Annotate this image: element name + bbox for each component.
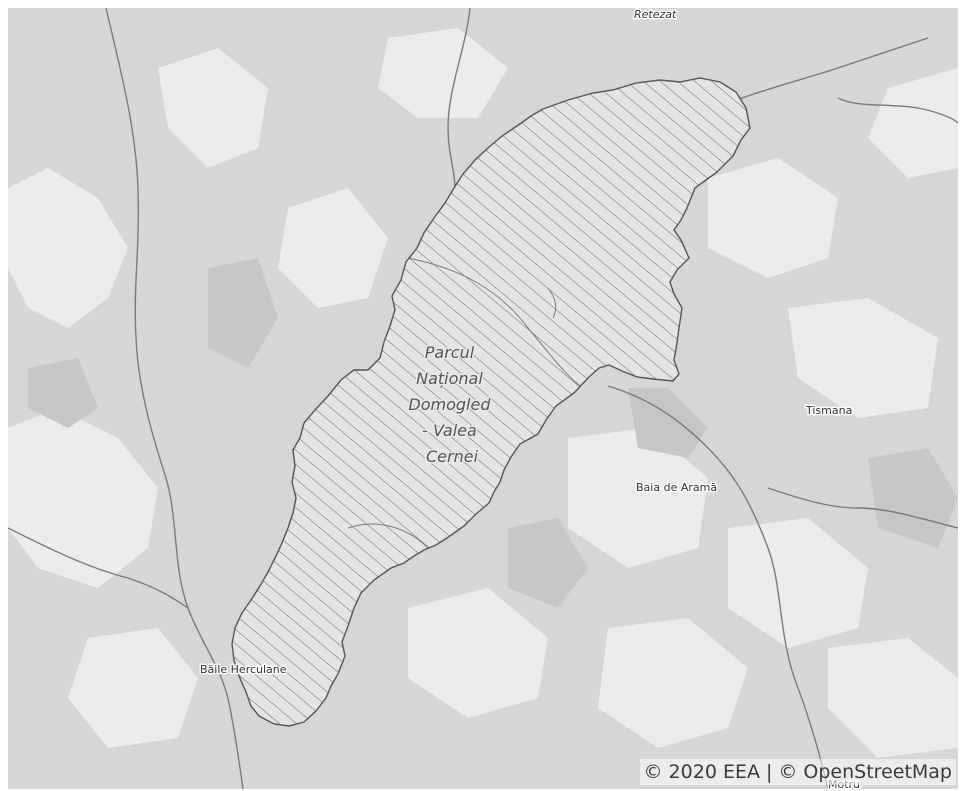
park-label-line: Național	[416, 369, 483, 388]
map-canvas[interactable]: Parcul Național Domogled - Valea Cernei …	[8, 8, 958, 789]
park-label-line: Parcul	[425, 343, 475, 362]
place-label-tismana: Tismana	[805, 404, 852, 417]
rivers	[8, 8, 958, 789]
place-label-baile-herculane: Băile Herculane	[200, 663, 287, 676]
map-attribution: © 2020 EEA|© OpenStreetMap	[639, 759, 956, 785]
attribution-osm-link[interactable]: © OpenStreetMap	[778, 761, 952, 783]
terrain-dark-patches	[28, 258, 958, 608]
place-label-retezat: Retezat	[634, 8, 677, 21]
place-label-baia-de-arama: Baia de Aramă	[636, 481, 717, 494]
park-internal-rivers	[347, 257, 584, 549]
park-label-line: Cernei	[426, 447, 479, 466]
attribution-eea: © 2020 EEA	[643, 761, 760, 783]
map-view[interactable]: Parcul Național Domogled - Valea Cernei …	[8, 8, 958, 789]
park-label-line: Domogled	[408, 395, 491, 414]
park-label: Parcul Național Domogled - Valea Cernei	[408, 343, 495, 466]
attribution-separator: |	[765, 761, 773, 783]
park-label-line: - Valea	[422, 421, 477, 440]
terrain-light-patches	[8, 28, 958, 758]
